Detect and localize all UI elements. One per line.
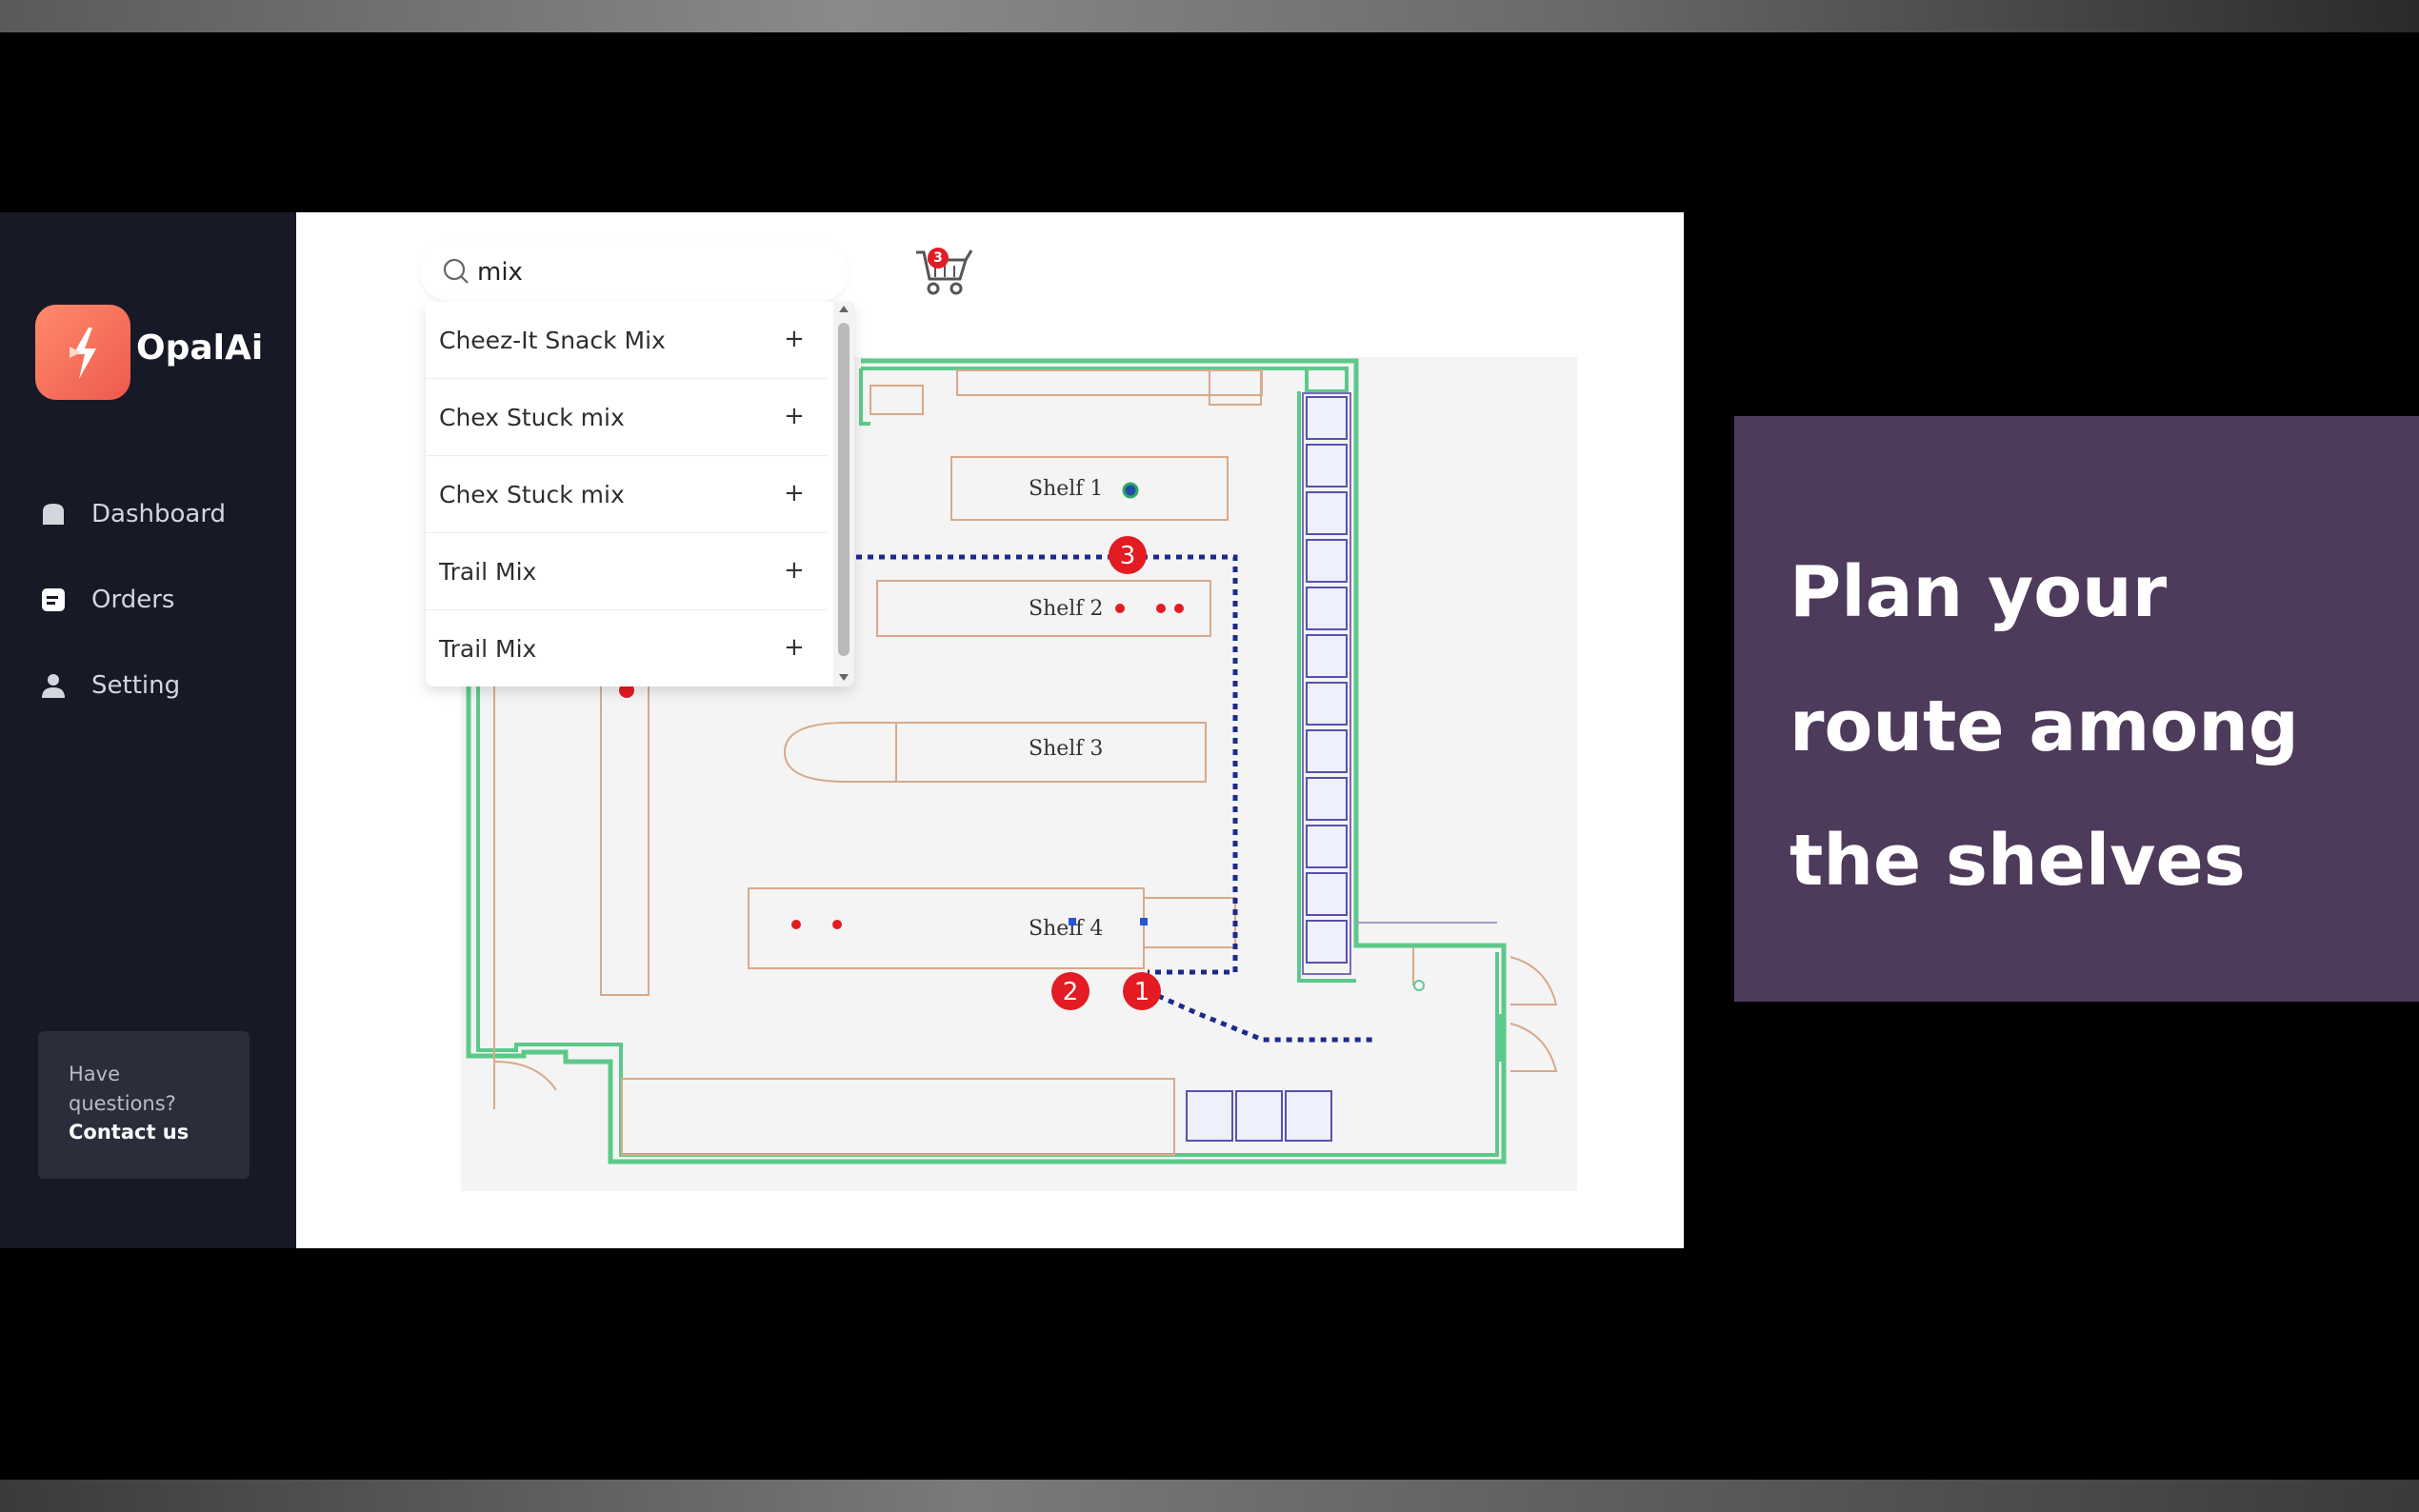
step-marker-1: 1: [1123, 972, 1161, 1010]
shelf-label: Shelf 4: [1029, 917, 1103, 941]
route-node: [1140, 918, 1148, 925]
shelf-1: [950, 456, 1229, 521]
search-results-dropdown: Cheez-It Snack Mix + Chex Stuck mix + Ch…: [426, 302, 854, 686]
result-item[interactable]: Cheez-It Snack Mix +: [426, 302, 828, 379]
sidebar-item-orders[interactable]: Orders: [36, 579, 174, 621]
flame-logo-icon: [70, 328, 96, 379]
item-marker: [619, 683, 634, 698]
logo: [35, 305, 130, 400]
add-to-cart-button[interactable]: +: [784, 556, 805, 585]
item-marker: [1174, 604, 1184, 613]
cart-button[interactable]: 3: [910, 245, 975, 298]
shelf-3-endcap: [783, 722, 899, 783]
item-marker: [1156, 604, 1166, 613]
add-to-cart-button[interactable]: +: [784, 633, 805, 662]
inner-wall: [859, 367, 1349, 426]
shopping-cart-icon: [916, 249, 973, 295]
scrollbar-thumb[interactable]: [838, 323, 850, 656]
door-swing: [1509, 1023, 1558, 1072]
fixture: [1209, 369, 1262, 406]
route-path: [856, 554, 1377, 1043]
help-card: Have questions? Contact us: [38, 1031, 250, 1179]
fixture: [870, 385, 924, 415]
promo-text: Plan your route among the shelves: [1789, 551, 2299, 902]
svg-text:2: 2: [1063, 978, 1079, 1006]
inner-wall: [476, 681, 1499, 1157]
scroll-down-icon[interactable]: [839, 674, 849, 681]
video-bottom-bar: [0, 1480, 2419, 1512]
svg-text:1: 1: [1134, 978, 1150, 1006]
item-marker: [1122, 482, 1139, 499]
registers: [1186, 1090, 1332, 1142]
sidebar-item-label: Orders: [91, 586, 175, 614]
shelf-3: [895, 722, 1207, 783]
contact-us-link[interactable]: Contact us: [69, 1121, 190, 1144]
search-icon: [443, 258, 469, 284]
sidebar-item-dashboard[interactable]: Dashboard: [36, 493, 226, 535]
fixture: [1413, 980, 1425, 991]
result-item[interactable]: Trail Mix +: [426, 610, 828, 686]
result-label: Chex Stuck mix: [439, 404, 625, 431]
result-label: Chex Stuck mix: [439, 481, 625, 508]
add-to-cart-button[interactable]: +: [784, 325, 805, 353]
search-input[interactable]: [475, 252, 822, 292]
add-to-cart-button[interactable]: +: [784, 402, 805, 430]
user-icon: [36, 668, 70, 703]
shelf-label: Shelf 2: [1029, 597, 1103, 621]
help-question: Have questions?: [69, 1063, 176, 1115]
sidebar-item-label: Dashboard: [91, 500, 227, 528]
outer-wall: [466, 358, 1507, 1164]
dashboard-icon: [36, 497, 70, 531]
dropdown-scrollbar[interactable]: [833, 302, 854, 686]
door-swing: [494, 1061, 557, 1091]
result-item[interactable]: Trail Mix +: [426, 533, 828, 610]
search-bar[interactable]: [420, 241, 849, 332]
promo-panel: Plan your route among the shelves: [1734, 416, 2419, 1002]
freezer-wall: [1297, 391, 1356, 983]
sidebar-item-label: Setting: [91, 671, 181, 700]
shelf-2: [876, 580, 1211, 637]
route-node: [1069, 918, 1076, 925]
result-label: Cheez-It Snack Mix: [439, 327, 666, 354]
door-swing: [1509, 956, 1558, 1005]
shelf-label: Shelf 1: [1029, 477, 1103, 501]
item-marker: [791, 920, 801, 929]
sidebar: OpalAi Dashboard Orders Setting Have que…: [0, 212, 296, 1248]
item-marker: [1115, 604, 1125, 613]
freezer-column: [1302, 392, 1351, 975]
result-item[interactable]: Chex Stuck mix +: [426, 379, 828, 456]
result-item[interactable]: Chex Stuck mix +: [426, 456, 828, 533]
sidebar-item-setting[interactable]: Setting: [36, 665, 180, 706]
svg-text:3: 3: [1120, 542, 1136, 570]
store-map-panel: 3 Cheez-It Snack Mix + Chex Stuck mix + …: [296, 212, 1684, 1248]
orders-icon: [36, 583, 70, 617]
item-marker: [832, 920, 842, 929]
result-label: Trail Mix: [439, 635, 537, 663]
scroll-up-icon[interactable]: [839, 306, 849, 312]
shelf-label: Shelf 3: [1029, 737, 1103, 761]
checkout-counter: [621, 1078, 1175, 1156]
add-to-cart-button[interactable]: +: [784, 479, 805, 507]
cart-count-badge: 3: [928, 248, 949, 269]
result-label: Trail Mix: [439, 558, 537, 586]
brand-name: OpalAi: [136, 328, 264, 368]
step-marker-2: 2: [1051, 972, 1090, 1010]
video-top-bar: [0, 0, 2419, 32]
step-marker-3: 3: [1109, 536, 1147, 574]
